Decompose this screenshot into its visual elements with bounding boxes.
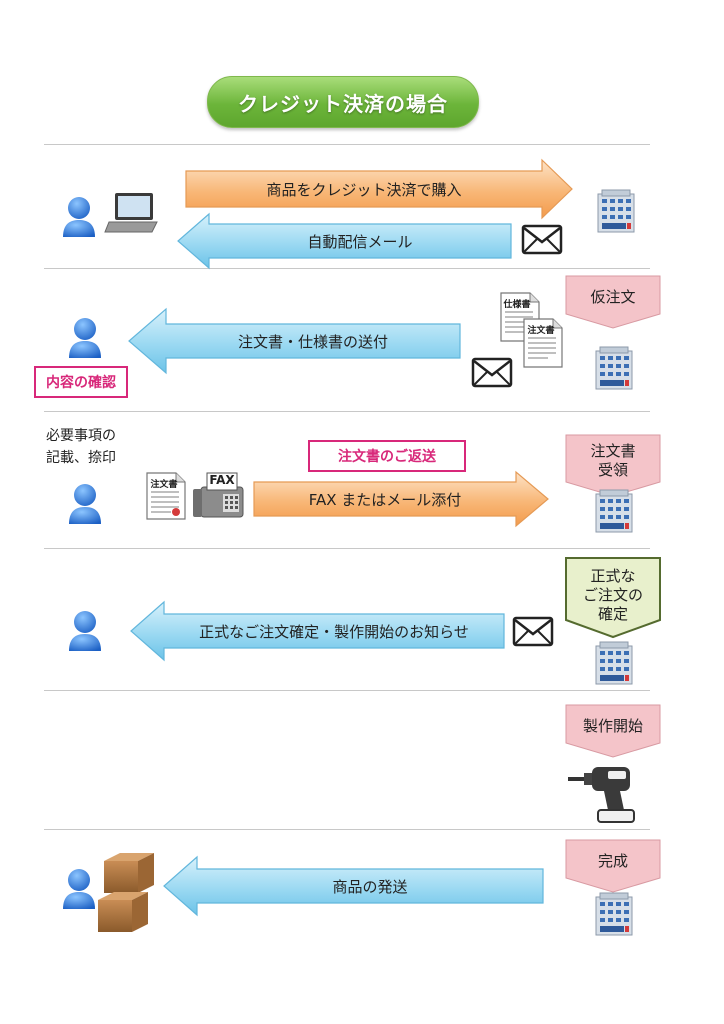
step-marker-order-received	[565, 434, 661, 497]
envelope-icon	[512, 616, 554, 647]
step-label: 完成	[597, 851, 628, 870]
note-line: 必要事項の	[46, 428, 116, 444]
arrow-right-purchase	[185, 158, 573, 220]
envelope-icon	[471, 357, 513, 388]
row-divider	[44, 411, 650, 412]
confirm-contents-badge: 内容の確認	[34, 366, 128, 398]
step-marker-complete	[565, 839, 661, 893]
document-icon	[523, 318, 563, 368]
arrow-left-documents	[128, 307, 461, 375]
envelope-icon	[521, 224, 563, 255]
person-icon	[69, 318, 101, 358]
step-label-line: ご注文の	[582, 585, 643, 604]
building-icon	[595, 641, 633, 685]
drill-icon	[568, 767, 635, 823]
row-divider	[44, 690, 650, 691]
step-label: 仮注文	[590, 287, 636, 306]
person-icon	[69, 484, 101, 524]
fax-icon	[193, 472, 244, 518]
fax-label: FAX	[209, 473, 235, 487]
building-icon	[595, 489, 633, 533]
step-label: 注文書 受領	[566, 440, 660, 482]
document-icon	[146, 472, 186, 520]
row-divider	[44, 144, 650, 145]
building-icon	[595, 892, 633, 936]
arrow-label: 注文書・仕様書の送付	[237, 332, 388, 351]
page-title: クレジット決済の場合	[207, 76, 479, 128]
return-order-badge: 注文書のご返送	[308, 440, 466, 472]
arrow-left-confirmation	[130, 600, 505, 662]
document-label: 仕様書	[503, 300, 531, 310]
step-label-line: 確定	[597, 604, 628, 623]
arrow-left-auto-mail	[177, 212, 512, 270]
person-icon	[63, 869, 95, 909]
box-icon	[98, 892, 148, 932]
arrow-label: 商品をクレジット決済で購入	[266, 180, 462, 199]
instruction-note: 必要事項の 記載、捺印	[46, 425, 116, 469]
row-divider	[44, 829, 650, 830]
step-label-line: 注文書	[590, 442, 636, 460]
document-label: 注文書	[150, 480, 178, 490]
step-marker-production	[565, 704, 661, 758]
arrow-label: 商品の発送	[332, 877, 408, 896]
laptop-icon	[104, 193, 158, 233]
box-icon	[104, 853, 154, 893]
arrow-label: 自動配信メール	[307, 232, 413, 251]
step-label: 正式な ご注文の 確定	[566, 566, 660, 624]
person-icon	[63, 197, 95, 237]
row-divider	[44, 268, 650, 269]
step-marker-provisional	[565, 275, 661, 329]
step-label-line: 受領	[597, 461, 628, 479]
person-icon	[69, 611, 101, 651]
row-divider	[44, 548, 650, 549]
step-marker-order-confirmed	[565, 557, 661, 639]
arrow-left-shipping	[163, 855, 544, 917]
arrow-label: FAX またはメール添付	[308, 490, 462, 509]
building-icon	[595, 346, 633, 390]
document-label: 注文書	[527, 326, 555, 336]
building-icon	[597, 189, 635, 233]
step-label: 製作開始	[582, 716, 643, 735]
arrow-right-fax-or-mail	[253, 470, 549, 528]
arrow-label: 正式なご注文確定・製作開始のお知らせ	[199, 622, 469, 641]
note-line: 記載、捺印	[46, 450, 116, 466]
step-label-line: 正式な	[590, 566, 636, 585]
